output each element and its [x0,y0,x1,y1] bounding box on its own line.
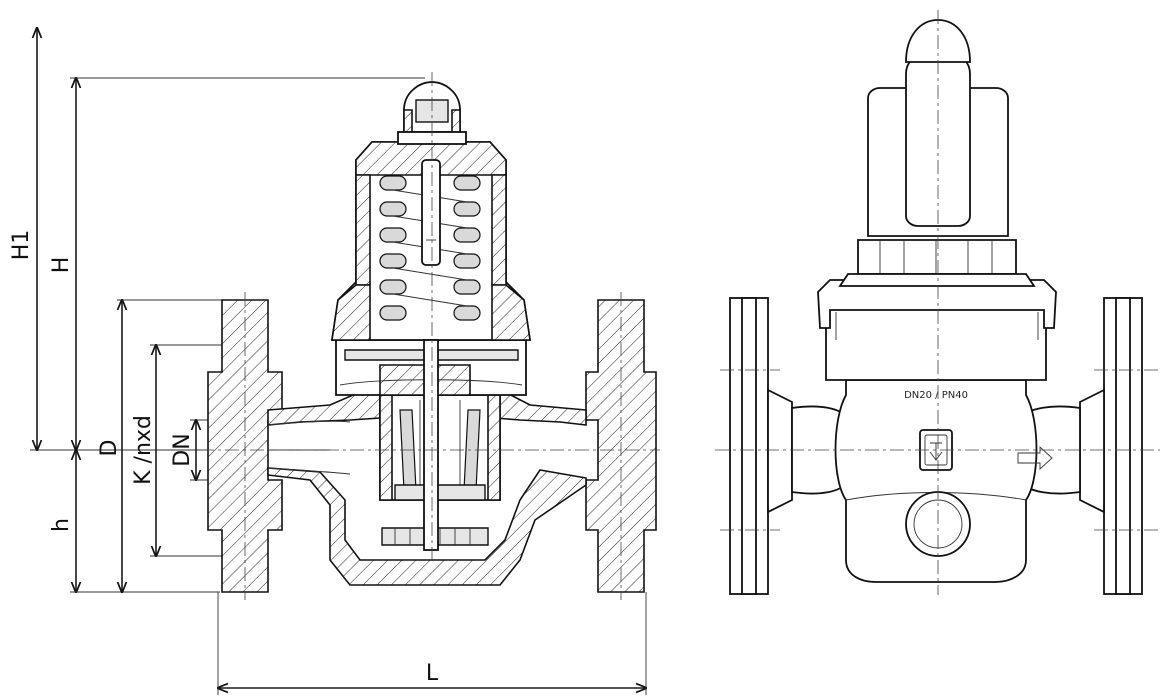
dim-label-l: L [426,661,439,686]
dim-label-h1: H1 [9,230,34,261]
dim-label-k-nxd: K /nxd [131,415,156,485]
valve-section-view [200,72,660,600]
dim-label-h: H [49,257,74,274]
dim-label-dn: DN [170,433,195,466]
spring [379,175,481,321]
flow-direction-arrow-icon [1017,445,1053,471]
body-marking: DN20 / PN40 [904,390,968,401]
dim-label-d: D [97,440,122,457]
valve-exterior-view: DN20 / PN40 [715,10,1160,595]
dim-label-h-lower: h [49,518,74,532]
